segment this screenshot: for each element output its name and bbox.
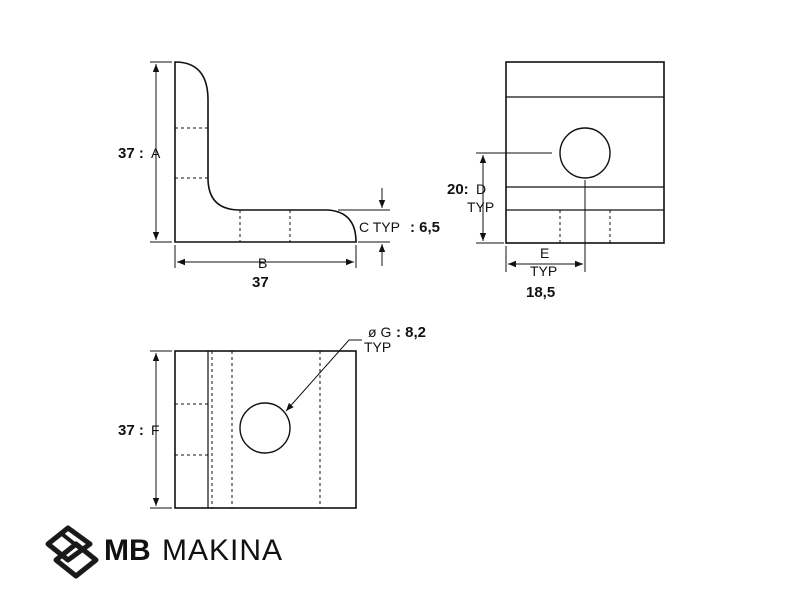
dim-f-letter: F xyxy=(151,422,160,438)
dim-c-value: : 6,5 xyxy=(410,219,440,236)
l-profile-outline xyxy=(174,61,357,243)
top-hidden-lines xyxy=(175,351,321,508)
brand-name-bold: MB xyxy=(104,534,151,567)
end-view xyxy=(476,61,665,272)
dim-g-typ: TYP xyxy=(364,339,391,355)
dimension-a xyxy=(150,61,172,243)
dim-g-value: : 8,2 xyxy=(396,324,426,341)
dim-e-typ: TYP xyxy=(530,263,557,279)
dim-d-letter: D xyxy=(476,181,486,197)
dimension-b xyxy=(174,245,357,268)
dim-b-letter: B xyxy=(258,255,267,271)
side-view xyxy=(150,61,390,268)
dim-f-value: 37 : xyxy=(118,422,144,439)
dimension-d xyxy=(476,152,552,244)
dim-c-label: C TYP xyxy=(359,219,400,235)
dim-d-typ: TYP xyxy=(467,199,494,215)
dimension-f xyxy=(150,350,172,509)
top-view-hole xyxy=(239,402,291,454)
dim-b-value: 37 xyxy=(252,274,269,291)
hidden-lines xyxy=(175,127,291,242)
dimension-c xyxy=(338,188,390,266)
top-view xyxy=(150,339,362,509)
brand-name-light: MAKINA xyxy=(162,534,283,567)
leader-g xyxy=(285,339,362,412)
dim-a-value: 37 : xyxy=(118,145,144,162)
end-view-hole xyxy=(559,127,611,179)
dim-d-value: 20: xyxy=(447,181,469,198)
dim-g-label: ø G xyxy=(368,324,391,340)
dim-e-letter: E xyxy=(540,245,549,261)
dimension-e xyxy=(505,180,586,272)
top-view-outline xyxy=(174,350,357,509)
mb-logo-icon xyxy=(45,525,99,579)
dim-a-letter: A xyxy=(151,145,161,161)
dim-e-value: 18,5 xyxy=(526,284,555,301)
